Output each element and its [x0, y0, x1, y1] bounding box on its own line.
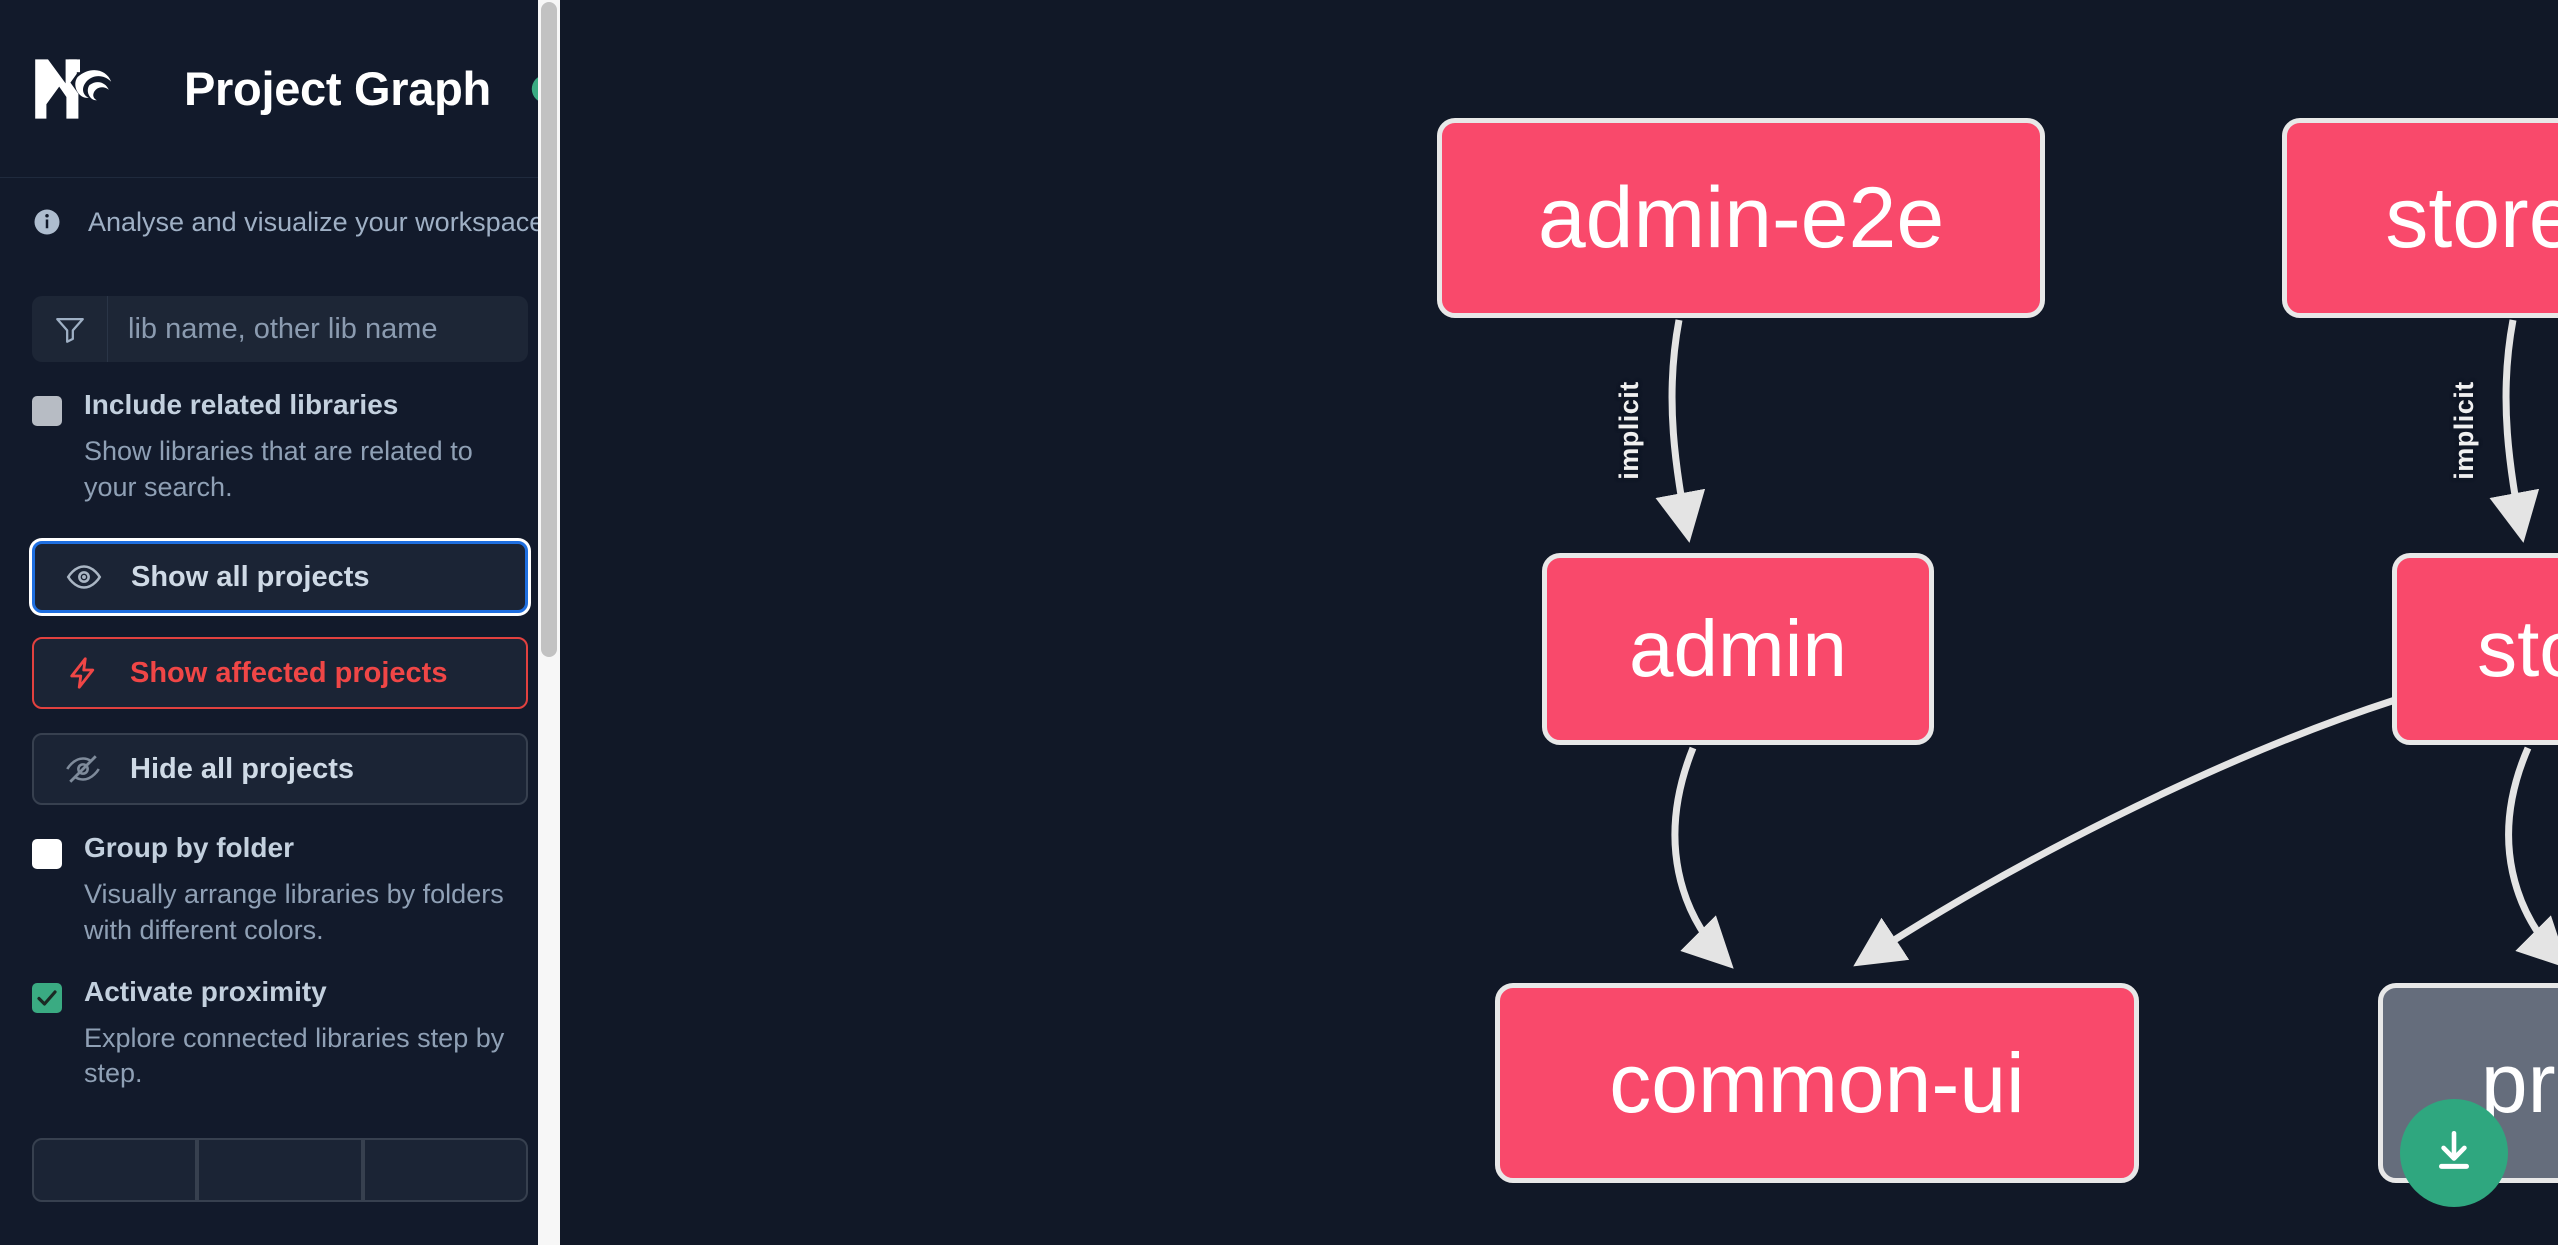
- include-related-libraries-label: Include related libraries: [84, 389, 399, 420]
- graph-node-store-e2e[interactable]: store-e2e: [2282, 118, 2558, 318]
- hide-all-projects-label: Hide all projects: [130, 752, 355, 785]
- hide-all-projects-button[interactable]: Hide all projects: [32, 733, 528, 806]
- checkbox-activate-proximity[interactable]: Activate proximity Explore connected lib…: [32, 975, 528, 1092]
- edge-store-to-products: [2505, 746, 2558, 969]
- group-by-folder-description: Visually arrange libraries by folders wi…: [84, 879, 504, 945]
- workspace-info: Analyse and visualize your workspace.: [0, 178, 560, 266]
- checkbox-include-related-libraries[interactable]: Include related libraries Show libraries…: [32, 389, 528, 505]
- checkbox-group-by-folder[interactable]: Group by folder Visually arrange librari…: [32, 832, 528, 948]
- lightning-bolt-icon: [62, 652, 104, 694]
- graph-node-admin-e2e[interactable]: admin-e2e: [1437, 118, 2045, 318]
- include-related-libraries-description: Show libraries that are related to your …: [84, 436, 473, 502]
- include-related-libraries-checkbox[interactable]: [32, 396, 62, 426]
- show-affected-projects-label: Show affected projects: [130, 656, 448, 689]
- nx-logo: [32, 53, 128, 125]
- proximity-step-controls: [32, 1137, 528, 1202]
- search-field[interactable]: [32, 296, 528, 362]
- activate-proximity-label: Activate proximity: [84, 975, 327, 1007]
- show-all-projects-label: Show all projects: [131, 560, 370, 593]
- show-affected-projects-button[interactable]: Show affected projects: [32, 637, 528, 710]
- graph-node-common-ui[interactable]: common-ui: [1495, 983, 2139, 1183]
- workspace-info-text: Analyse and visualize your workspace.: [88, 206, 552, 237]
- sidebar-header: Project Graph: [0, 0, 560, 178]
- activate-proximity-checkbox[interactable]: [32, 982, 62, 1013]
- download-icon: [2429, 1126, 2479, 1181]
- info-circle-icon: [32, 207, 62, 237]
- sidebar-scrollbar-thumb[interactable]: [541, 2, 557, 657]
- page-title: Project Graph: [184, 62, 491, 115]
- edge-store-e2e-to-store: [2489, 319, 2540, 543]
- edge-admin-e2e-to-admin: [1655, 319, 1706, 543]
- filter-funnel-icon: [32, 296, 108, 362]
- graph-node-admin[interactable]: admin: [1542, 553, 1934, 745]
- project-visibility-buttons: Show all projects Show affected projects: [32, 541, 528, 806]
- graph-canvas[interactable]: implicit implicit admin-e2e store-e2e ad…: [560, 0, 2558, 1245]
- group-by-folder-checkbox[interactable]: [32, 839, 62, 870]
- eye-off-icon: [62, 748, 104, 790]
- edge-store-to-common-ui: [1853, 696, 2397, 967]
- group-by-folder-label: Group by folder: [84, 832, 294, 864]
- sidebar-scrollbar[interactable]: [538, 0, 560, 1245]
- download-graph-button[interactable]: [2400, 1099, 2508, 1207]
- search-input[interactable]: [108, 296, 528, 362]
- proximity-step-value-button[interactable]: [197, 1137, 363, 1202]
- sidebar: Project Graph Analyse and visualize yo: [0, 0, 560, 1245]
- graph-edges: [1655, 319, 2558, 969]
- edge-admin-to-common-ui: [1671, 746, 1734, 969]
- proximity-step-decrease-button[interactable]: [32, 1137, 198, 1202]
- show-all-projects-button[interactable]: Show all projects: [32, 541, 528, 614]
- activate-proximity-description: Explore connected libraries step by step…: [84, 1022, 505, 1089]
- proximity-step-increase-button[interactable]: [362, 1137, 528, 1202]
- graph-node-store[interactable]: store: [2392, 553, 2558, 745]
- eye-icon: [63, 556, 105, 598]
